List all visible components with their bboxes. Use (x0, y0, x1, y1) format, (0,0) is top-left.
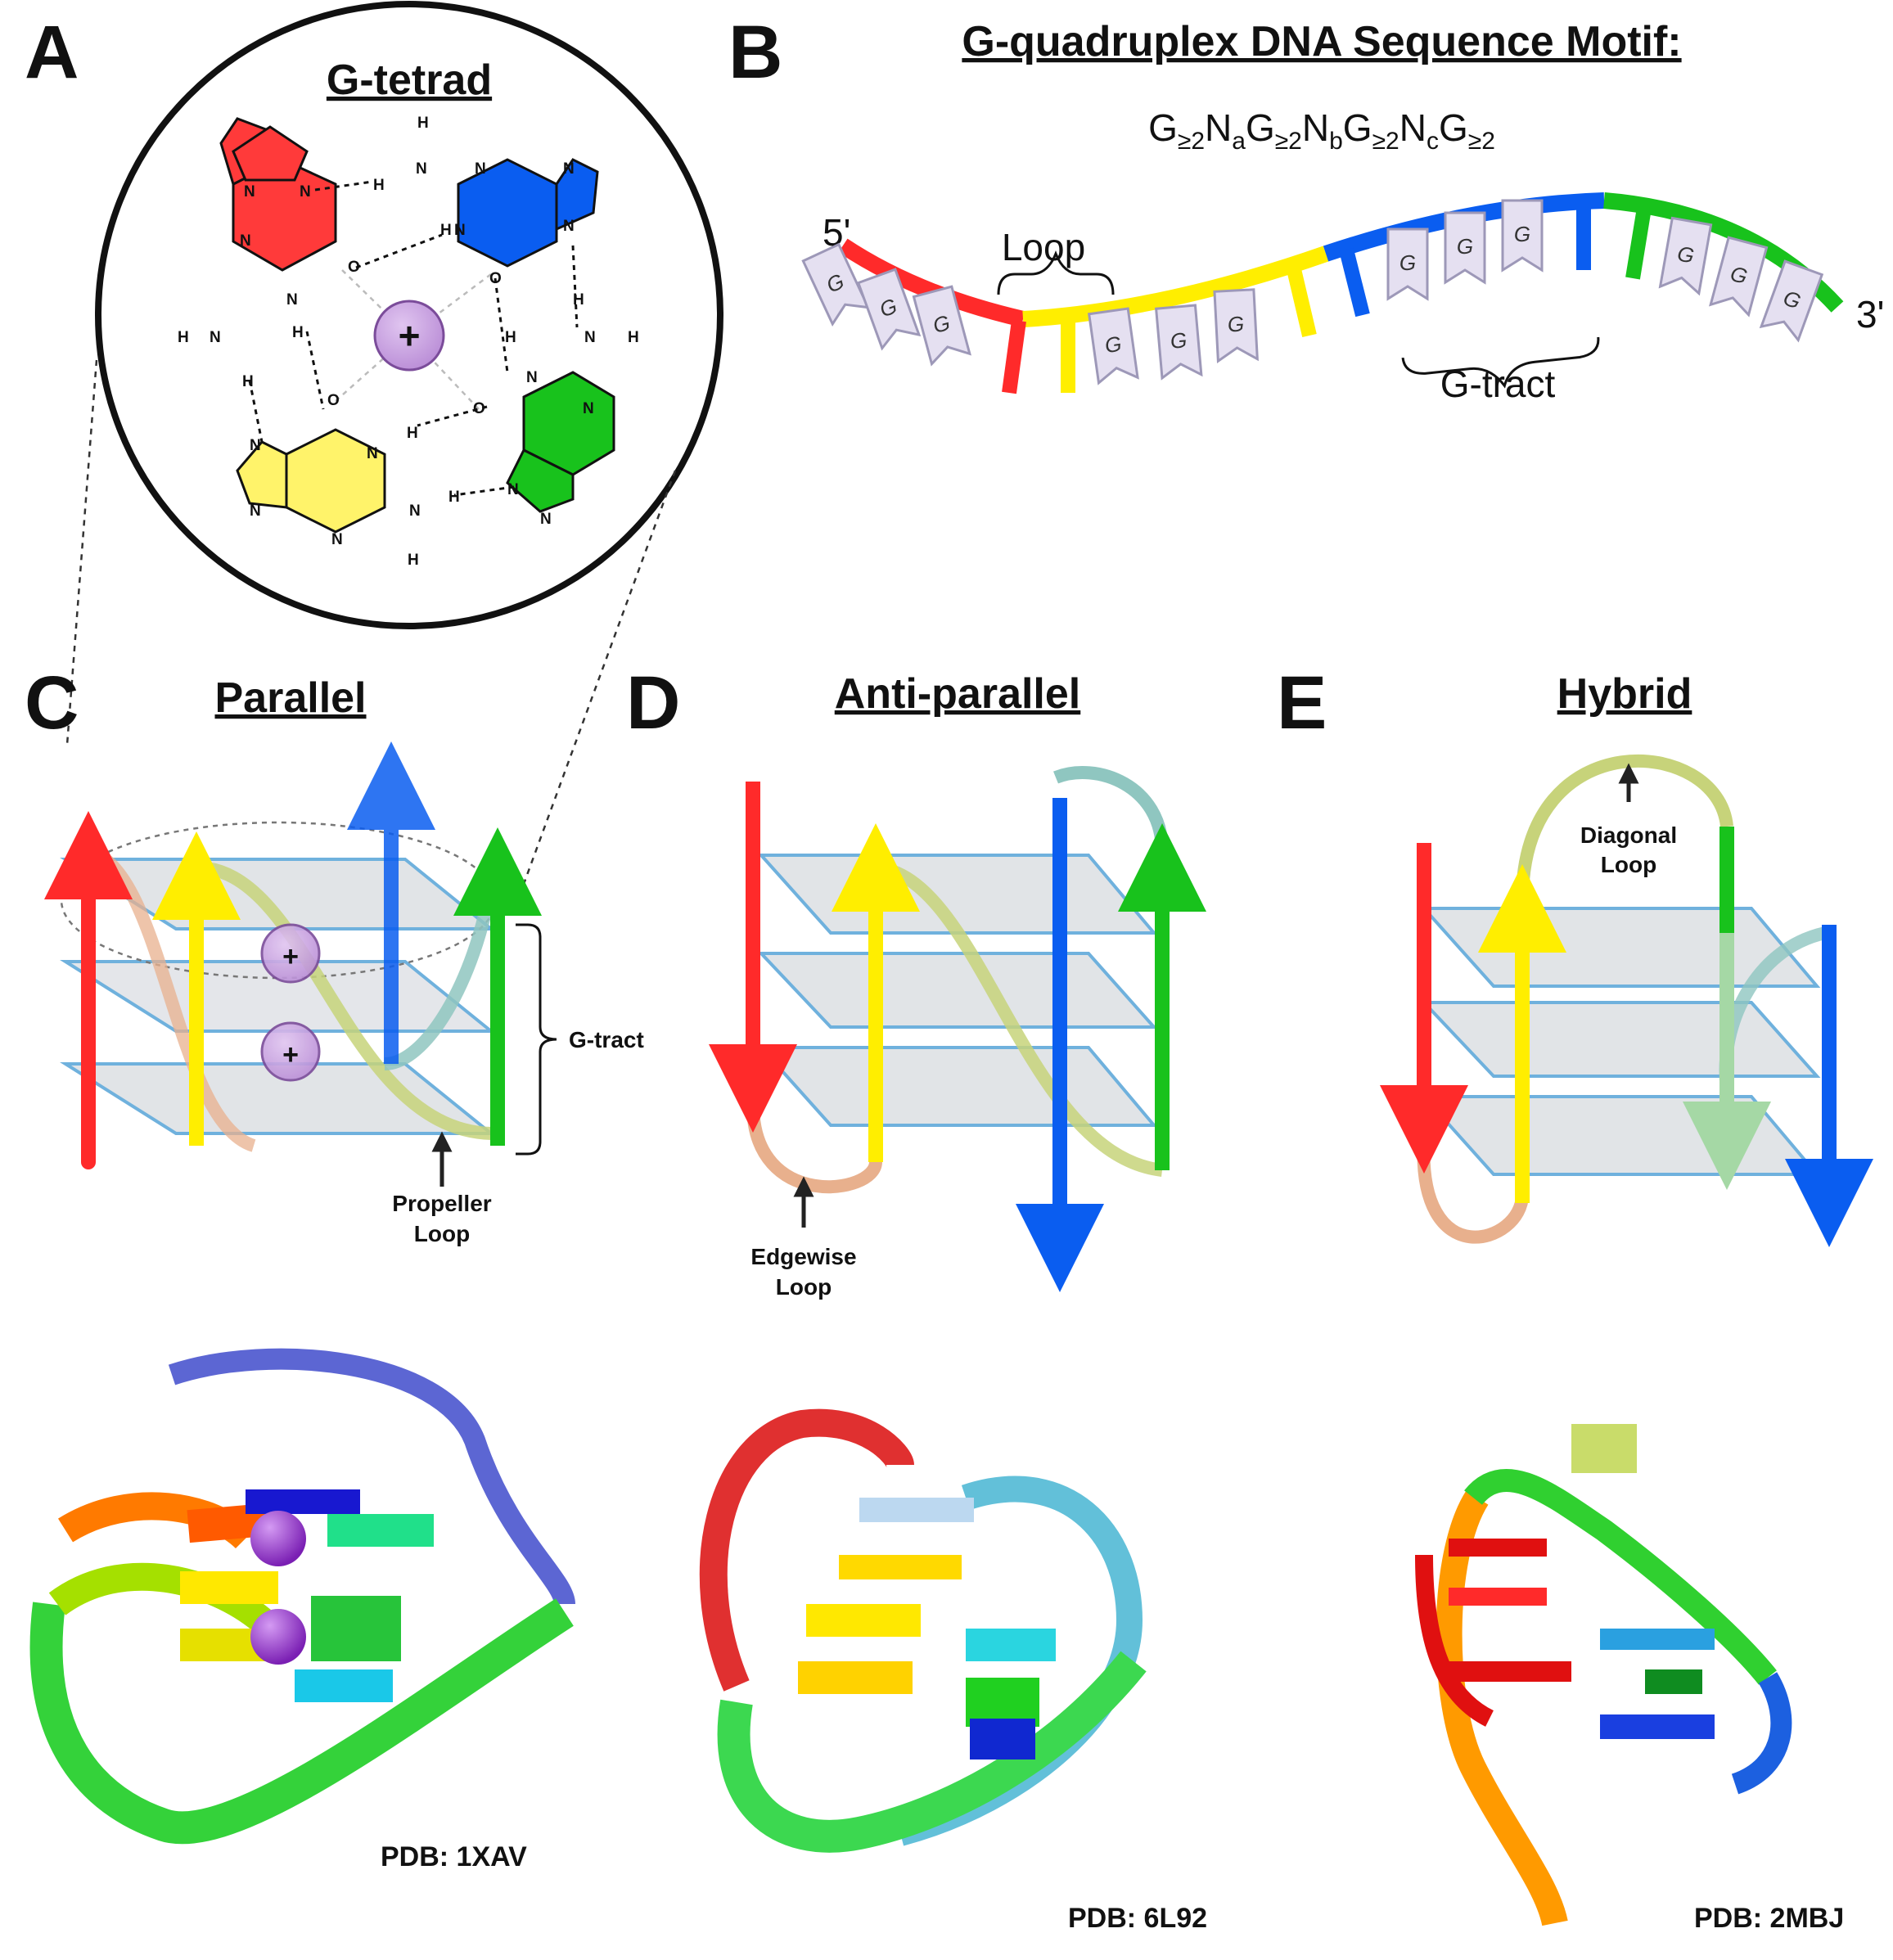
svg-text:N: N (300, 183, 311, 201)
svg-text:H: H (292, 324, 304, 341)
motif-title: G-quadruplex DNA Sequence Motif: (962, 18, 1681, 65)
svg-text:N: N (210, 329, 221, 346)
svg-text:N: N (331, 531, 343, 548)
svg-text:N: N (507, 481, 519, 498)
pdb-1xav: PDB: 1XAV (381, 1841, 527, 1872)
antiparallel-title: Anti-parallel (835, 670, 1081, 718)
pdb-6l92: PDB: 6L92 (1068, 1903, 1207, 1934)
guanine-red (219, 117, 337, 272)
g-flag: G (1501, 199, 1544, 273)
svg-text:O: O (327, 392, 340, 409)
panel-label-d: D (626, 661, 680, 745)
motif-formula: G≥2NaG≥2NbG≥2NcG≥2 (1148, 106, 1495, 155)
loop-label: Loop (1002, 226, 1085, 268)
g-flag: G (912, 285, 971, 367)
svg-text:N: N (583, 400, 594, 417)
svg-text:N: N (540, 511, 552, 528)
svg-text:N: N (409, 502, 421, 520)
svg-text:G: G (1457, 234, 1473, 259)
ion-2: + (282, 1039, 299, 1070)
panel-a: A G-tetrad + (25, 1, 723, 885)
g-flag: G (801, 242, 871, 327)
svg-text:O: O (348, 259, 360, 276)
guanine-yellow (236, 428, 386, 534)
g-flag: G (856, 268, 922, 351)
svg-text:G: G (1103, 331, 1123, 358)
svg-text:N: N (475, 160, 486, 178)
propeller-loop-2: Loop (414, 1221, 470, 1246)
svg-text:H: H (448, 489, 460, 506)
svg-text:H: H (628, 329, 639, 346)
panel-b: B G-quadruplex DNA Sequence Motif: G≥2Na… (728, 11, 1884, 405)
svg-text:N: N (584, 329, 596, 346)
g-flag: G (1444, 211, 1486, 285)
structure-2mbj: PDB: 2MBJ (1415, 1424, 1844, 1934)
svg-text:O: O (489, 270, 502, 287)
edgewise-loop-2: Loop (776, 1274, 832, 1300)
panel-e: E Hybrid Diagonal Loop (1277, 661, 1873, 1247)
svg-text:H: H (178, 329, 189, 346)
svg-text:G: G (1399, 250, 1416, 275)
g-flag: G (1759, 259, 1824, 343)
svg-text:H: H (408, 552, 419, 569)
edgewise-loop-1: Edgewise (750, 1244, 856, 1269)
guanine-green (506, 371, 615, 513)
svg-text:H: H (373, 177, 385, 194)
svg-text:H: H (242, 373, 254, 390)
guanine-blue (457, 158, 599, 268)
panel-label-c: C (25, 661, 79, 745)
svg-text:H: H (505, 329, 516, 346)
svg-text:N: N (563, 160, 575, 178)
panel-label-b: B (728, 11, 782, 94)
hybrid-title: Hybrid (1557, 670, 1692, 718)
svg-text:H: H (417, 115, 429, 132)
g-flag: G (1213, 288, 1259, 363)
svg-text:N: N (416, 160, 427, 178)
svg-text:H: H (407, 425, 418, 442)
cation-sign: + (399, 314, 421, 357)
gtract-label-b: G-tract (1440, 363, 1556, 405)
cation (373, 300, 445, 372)
svg-text:N: N (563, 218, 575, 235)
tetrad-title: G-tetrad (327, 56, 492, 104)
g-flag: G (1658, 216, 1713, 296)
svg-text:N: N (240, 232, 251, 250)
gtract-label-c: G-tract (569, 1027, 644, 1052)
structure-6l92: PDB: 6L92 (699, 1408, 1207, 1934)
svg-text:G: G (1170, 327, 1188, 354)
propeller-loop-1: Propeller (392, 1191, 491, 1216)
three-prime-label: 3' (1856, 293, 1884, 336)
svg-text:H: H (573, 291, 584, 309)
structure-1xav: PDB: 1XAV (29, 1348, 575, 1872)
diagonal-loop-1: Diagonal (1580, 822, 1677, 848)
svg-text:N: N (286, 291, 298, 309)
svg-text:G: G (1514, 222, 1530, 246)
svg-text:N: N (526, 369, 538, 386)
svg-text:N: N (244, 183, 255, 201)
g-flag: G (1087, 307, 1139, 385)
atom-labels: H N H N N N O N H H N H N H N O N N H N … (178, 115, 639, 569)
diagonal-loop-2: Loop (1601, 852, 1656, 877)
svg-text:N: N (250, 502, 261, 520)
panel-label-e: E (1277, 661, 1327, 745)
svg-text:G: G (1227, 311, 1245, 336)
svg-text:O: O (473, 400, 485, 417)
parallel-title: Parallel (214, 674, 366, 722)
svg-text:N: N (454, 222, 466, 239)
panel-d: D Anti-parallel Edgewise Loop (626, 661, 1206, 1300)
panel-c: C Parallel + + G-tract Propeller Loop (25, 661, 644, 1246)
g-flag: G (1154, 304, 1203, 381)
g-flag: G (1386, 228, 1429, 301)
ion-1: + (282, 941, 299, 972)
svg-text:N: N (367, 445, 378, 462)
pdb-2mbj: PDB: 2MBJ (1694, 1903, 1844, 1934)
svg-text:N: N (250, 437, 261, 454)
g-flag: G (1709, 236, 1769, 318)
panel-label-a: A (25, 11, 79, 94)
svg-text:H: H (440, 222, 452, 239)
